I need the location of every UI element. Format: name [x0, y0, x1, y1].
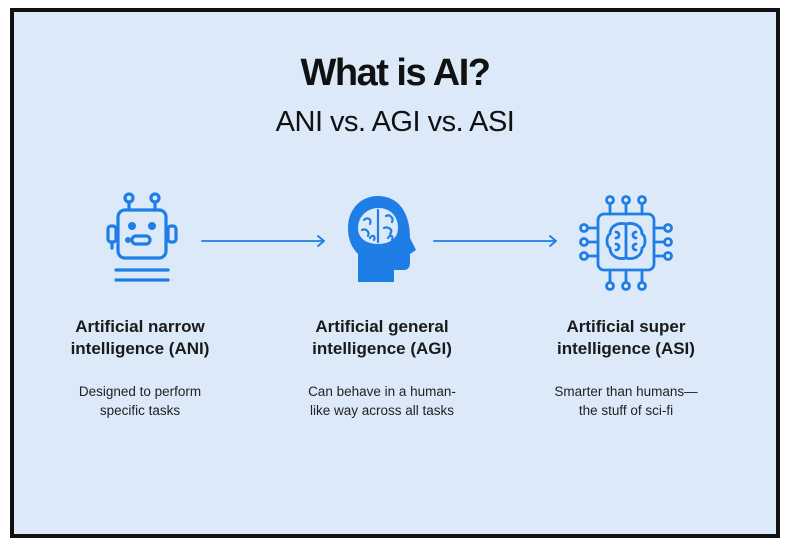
- arrow-right-icon: [201, 235, 325, 247]
- page-title: What is AI?: [300, 52, 491, 94]
- human-brain-head-icon: [348, 196, 416, 282]
- infographic-frame: What is AI? ANI vs. AGI vs. ASI: [10, 8, 780, 538]
- stage-description: Designed to perform specific tasks: [78, 384, 202, 418]
- page-subtitle: ANI vs. AGI vs. ASI: [275, 106, 515, 138]
- stage-ani: Artificial narrow intelligence (ANI) Des…: [30, 316, 250, 420]
- stage-name: Artificial super intelligence (ASI): [557, 317, 695, 358]
- arrow-right-icon: [433, 235, 557, 247]
- stage-name: Artificial narrow intelligence (ANI): [70, 317, 210, 358]
- stage-description: Can behave in a human- like way across a…: [308, 384, 456, 418]
- robot-icon: [106, 192, 178, 282]
- stage-asi: Artificial super intelligence (ASI) Smar…: [516, 316, 736, 420]
- stage-description: Smarter than humans— the stuff of sci-fi: [554, 384, 698, 418]
- stage-agi: Artificial general intelligence (AGI) Ca…: [272, 316, 492, 420]
- brain-chip-icon: [579, 195, 673, 291]
- stage-name: Artificial general intelligence (AGI): [312, 317, 452, 358]
